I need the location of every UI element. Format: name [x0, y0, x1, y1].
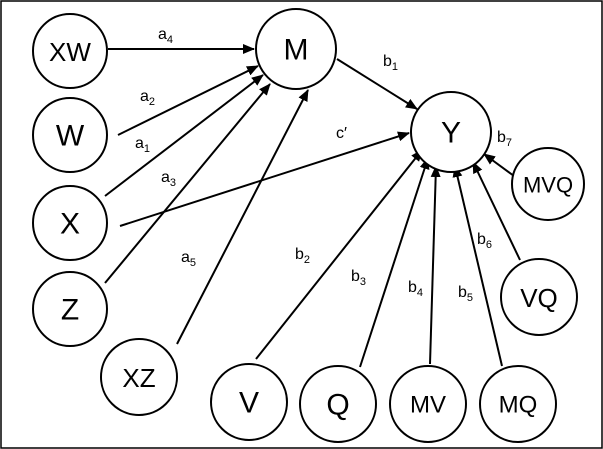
edge-label-m-y: b1	[383, 53, 398, 73]
node-mv-circle	[389, 365, 467, 443]
node-y: Y	[410, 91, 492, 173]
node-q: Q	[299, 365, 377, 443]
node-m: M	[255, 8, 337, 90]
edge-z-to-m-arrow	[104, 83, 271, 284]
node-v: V	[210, 363, 288, 441]
node-z: Z	[32, 271, 108, 347]
edge-label-z-m: a3	[161, 169, 176, 189]
node-y-circle	[410, 91, 492, 173]
node-mv-label: MV	[410, 392, 446, 419]
node-z-circle	[32, 271, 108, 347]
edge-label-xw-m: a4	[158, 26, 173, 46]
node-mv: MV	[389, 365, 467, 443]
node-q-label: Q	[326, 389, 349, 422]
node-xz-circle	[100, 338, 178, 416]
node-w: W	[32, 97, 108, 173]
edge-w-to-m-arrow	[117, 65, 259, 136]
edge-xz-to-m-arrow	[176, 89, 309, 345]
node-x-label: X	[60, 208, 80, 241]
node-mq-label: MQ	[499, 392, 538, 419]
edges-layer	[104, 44, 521, 368]
node-mq-circle	[479, 365, 557, 443]
node-m-circle	[255, 8, 337, 90]
edge-v-to-y-arrow	[255, 149, 423, 360]
node-mvq-circle	[511, 147, 585, 221]
edge-label-w-m: a2	[140, 88, 155, 108]
node-v-circle	[210, 363, 288, 441]
node-xz-label: XZ	[122, 363, 155, 393]
edge-mv-to-y-arrow	[429, 165, 441, 365]
node-x: X	[32, 185, 108, 261]
node-xw: XW	[32, 13, 108, 89]
node-z-label: Z	[61, 294, 79, 327]
node-xw-label: XW	[49, 37, 91, 67]
node-v-label: V	[239, 387, 259, 420]
node-mvq: MVQ	[511, 147, 585, 221]
edge-vq-to-y-arrow	[472, 161, 521, 261]
edge-label-mq-y: b5	[458, 284, 473, 304]
node-q-circle	[299, 365, 377, 443]
edge-label-q-y: b3	[351, 268, 366, 288]
edge-label-x-y: c′	[336, 125, 347, 142]
edge-label-v-y: b2	[295, 246, 310, 266]
edge-mq-to-y-arrow	[452, 165, 503, 367]
node-xz: XZ	[100, 338, 178, 416]
node-x-circle	[32, 185, 108, 261]
node-vq-label: VQ	[520, 283, 558, 313]
edge-label-x-m: a1	[135, 135, 150, 155]
node-mvq-label: MVQ	[523, 173, 573, 198]
edge-x-to-m-arrow	[104, 74, 264, 197]
edge-label-vq-y: b6	[477, 231, 492, 251]
node-w-circle	[32, 97, 108, 173]
edge-mvq-to-y-arrow	[483, 153, 515, 177]
edge-x-to-y-arrow	[119, 131, 410, 227]
edge-label-mvq-y: b7	[497, 129, 512, 149]
node-vq-circle	[500, 258, 578, 336]
edge-label-xz-m: a5	[181, 249, 196, 269]
edge-q-to-y-arrow	[359, 157, 430, 368]
edge-labels-layer: a4 a2 a1 a3 a5 b1 c′ b2 b3 b4 b5 b6 b7	[135, 26, 512, 304]
node-w-label: W	[56, 120, 85, 153]
node-xw-circle	[32, 13, 108, 89]
node-y-label: Y	[441, 117, 461, 150]
edge-label-mv-y: b4	[408, 279, 423, 299]
node-m-label: M	[284, 34, 309, 67]
edge-m-to-y-arrow	[336, 58, 418, 110]
node-mq: MQ	[479, 365, 557, 443]
node-vq: VQ	[500, 258, 578, 336]
